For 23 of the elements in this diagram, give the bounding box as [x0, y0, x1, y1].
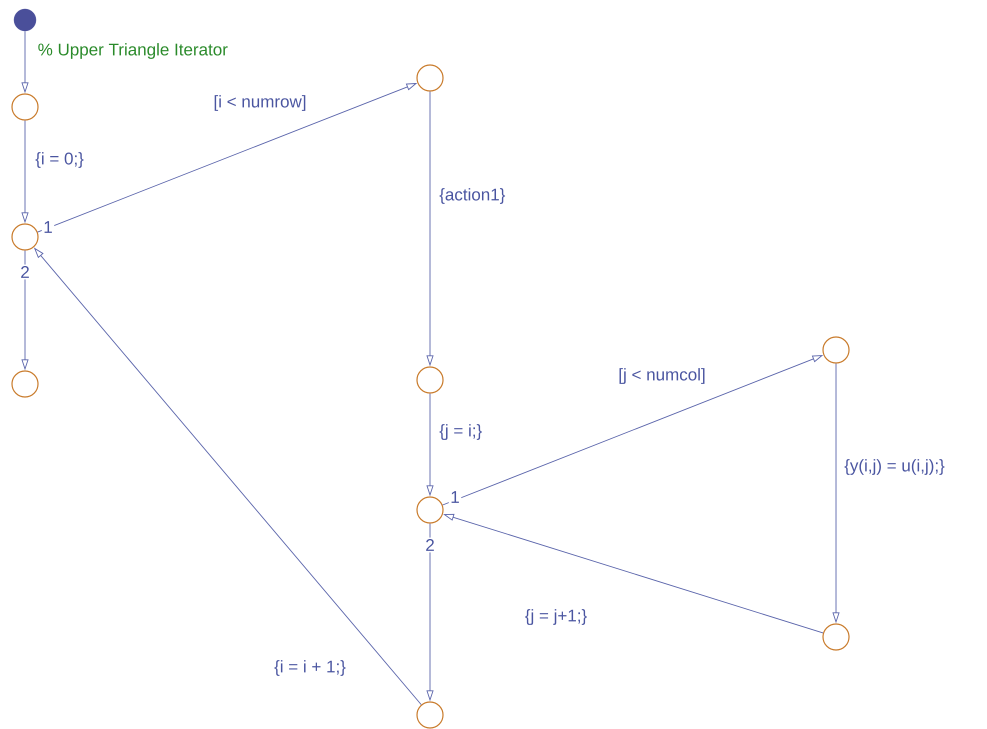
- transition-number: 1: [448, 490, 462, 504]
- junction-circle: [11, 370, 39, 398]
- transition-number: 1: [42, 220, 54, 234]
- junction-circle: [416, 366, 444, 394]
- comment-text: % Upper Triangle Iterator: [36, 42, 230, 60]
- transition-number: 2: [18, 264, 32, 280]
- edge-label: [j < numcol]: [616, 366, 708, 386]
- edge-label: {y(i,j) = u(i,j);}: [842, 457, 947, 477]
- junction-circle: [11, 93, 39, 121]
- edge-label: {i = 0;}: [33, 150, 86, 170]
- junction-circle: [822, 336, 850, 364]
- junction-circle: [416, 701, 444, 729]
- junction-circle: [11, 223, 39, 251]
- edge-label: {j = i;}: [437, 422, 484, 442]
- edge-label: {i = i + 1;}: [272, 658, 348, 678]
- edge-label: [i < numrow]: [211, 93, 309, 113]
- edge-label: {action1}: [437, 186, 508, 206]
- junction-circle: [822, 623, 850, 651]
- transition-number: 2: [424, 538, 436, 552]
- junction-circle: [416, 64, 444, 92]
- junction-circle: [416, 496, 444, 524]
- edge-label: {j = j+1;}: [522, 607, 590, 627]
- start-dot: [14, 8, 36, 32]
